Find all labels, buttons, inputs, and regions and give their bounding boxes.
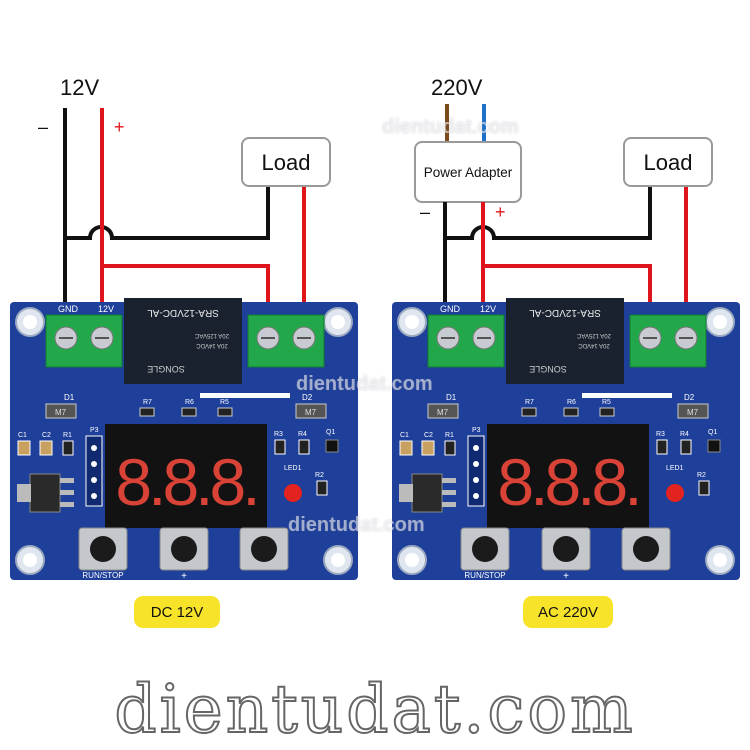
svg-text:R7: R7 xyxy=(525,399,534,406)
svg-text:D1: D1 xyxy=(64,393,75,402)
svg-text:R2: R2 xyxy=(315,472,324,479)
relay-brand: SONGLE xyxy=(529,364,567,374)
seven-segment-display xyxy=(487,424,649,528)
svg-text:Q1: Q1 xyxy=(326,429,335,436)
svg-text:R6: R6 xyxy=(567,399,576,406)
relay-rating: 20A 125VAC xyxy=(194,332,229,338)
power-adapter-box xyxy=(414,141,522,203)
svg-text:R1: R1 xyxy=(445,432,454,439)
terminal-label-12v: 12V xyxy=(480,304,496,314)
diode-d2 xyxy=(295,403,327,419)
svg-text:R3: R3 xyxy=(656,431,665,438)
seven-segment-display xyxy=(105,424,267,528)
relay-brand: SONGLE xyxy=(147,364,185,374)
relay-model: SRA-12VDC-AL xyxy=(529,307,601,318)
relay xyxy=(506,298,624,384)
svg-text:C1: C1 xyxy=(400,432,409,439)
load-box xyxy=(241,137,331,187)
load-label: Load xyxy=(644,150,693,175)
svg-text:R5: R5 xyxy=(220,399,229,406)
button-label: RUN/STOP xyxy=(464,571,505,580)
relay-rating: 20A 125VAC xyxy=(576,332,611,338)
svg-text:R5: R5 xyxy=(602,399,611,406)
svg-text:D2: D2 xyxy=(684,393,695,402)
right-wiring-panel: 220V Power Adapter – + Load xyxy=(392,75,740,582)
terminal-label-gnd: GND xyxy=(58,304,79,314)
display-digits: 8.8.8. xyxy=(497,445,638,519)
relay-rating: 20A 14VDC xyxy=(196,342,228,348)
dc-12v-tag: DC 12V xyxy=(134,596,220,628)
button-label: + xyxy=(181,571,187,582)
svg-text:R2: R2 xyxy=(697,472,706,479)
svg-text:C2: C2 xyxy=(424,432,433,439)
load-box xyxy=(623,137,713,187)
minus-button[interactable] xyxy=(239,527,289,571)
svg-text:P3: P3 xyxy=(90,427,99,434)
svg-text:D1: D1 xyxy=(446,393,457,402)
power-adapter-label: Power Adapter xyxy=(424,165,513,180)
svg-text:M7: M7 xyxy=(437,408,449,417)
plus-button[interactable] xyxy=(159,527,209,571)
svg-text:R4: R4 xyxy=(298,431,307,438)
svg-text:LED1: LED1 xyxy=(666,465,684,472)
supply-voltage-label: 12V xyxy=(60,75,99,100)
svg-text:R6: R6 xyxy=(185,399,194,406)
ac-220v-tag: AC 220V xyxy=(523,596,613,628)
thermostat-board: GND 12V SRA-12VDC-AL 20A 125VAC 20A 14VD… xyxy=(392,298,740,582)
negative-sign: – xyxy=(420,202,430,222)
svg-text:R4: R4 xyxy=(680,431,689,438)
positive-sign: + xyxy=(114,117,125,137)
thermostat-board: GND 12V SRA-12VDC-AL 20A 125VAC 20A 14VD… xyxy=(10,298,358,582)
indicator-led xyxy=(666,484,684,502)
svg-text:LED1: LED1 xyxy=(284,465,302,472)
svg-text:C2: C2 xyxy=(42,432,51,439)
relay-model: SRA-12VDC-AL xyxy=(147,307,219,318)
plus-button[interactable] xyxy=(541,527,591,571)
pin-header-p3 xyxy=(85,435,103,507)
negative-to-load-wire xyxy=(65,186,270,240)
svg-text:M7: M7 xyxy=(55,408,67,417)
relay xyxy=(124,298,242,384)
left-wiring-panel: 12V – + Load GND 12 xyxy=(10,75,358,582)
svg-text:Q1: Q1 xyxy=(708,429,717,436)
svg-text:M7: M7 xyxy=(687,408,699,417)
svg-text:R3: R3 xyxy=(274,431,283,438)
svg-text:M7: M7 xyxy=(305,408,317,417)
voltage-regulator xyxy=(411,473,443,513)
run-stop-button[interactable] xyxy=(78,527,128,571)
diode-d1 xyxy=(45,403,77,419)
button-label: + xyxy=(563,571,569,582)
pin-header-p3 xyxy=(467,435,485,507)
diode-d2 xyxy=(677,403,709,419)
svg-text:R1: R1 xyxy=(63,432,72,439)
svg-text:D2: D2 xyxy=(302,393,313,402)
terminal-label-12v: 12V xyxy=(98,304,114,314)
supply-voltage-label: 220V xyxy=(431,75,483,100)
display-digits: 8.8.8. xyxy=(115,445,256,519)
run-stop-button[interactable] xyxy=(460,527,510,571)
terminal-label-gnd: GND xyxy=(440,304,461,314)
load-label: Load xyxy=(262,150,311,175)
voltage-regulator xyxy=(29,473,61,513)
button-label: RUN/STOP xyxy=(82,571,123,580)
negative-sign: – xyxy=(38,117,48,137)
svg-text:P3: P3 xyxy=(472,427,481,434)
brand-watermark: dientudat.com xyxy=(113,671,636,749)
svg-text:C1: C1 xyxy=(18,432,27,439)
relay-rating: 20A 14VDC xyxy=(578,342,610,348)
positive-sign: + xyxy=(495,202,506,222)
diode-d1 xyxy=(427,403,459,419)
minus-button[interactable] xyxy=(621,527,671,571)
svg-text:R7: R7 xyxy=(143,399,152,406)
indicator-led xyxy=(284,484,302,502)
